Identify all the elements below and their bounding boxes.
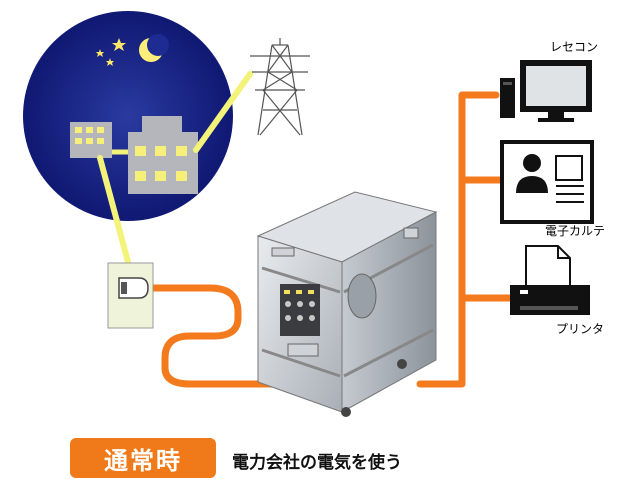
power-cable (146, 91, 516, 388)
printer-label: プリンタ (556, 322, 605, 336)
power-line (97, 71, 253, 265)
building-icon (70, 116, 198, 194)
ups-case-icon (256, 191, 438, 417)
caption-text: 電力会社の電気を使う (232, 453, 402, 473)
printer-icon (510, 245, 590, 315)
mode-badge: 通常時 (70, 438, 216, 478)
pc-label: レセコン (550, 40, 599, 54)
electronic-chart-label: 電子カルテ (545, 224, 606, 238)
power-tower-icon (250, 38, 310, 136)
moon-icon (139, 34, 169, 62)
night-scene (23, 11, 233, 221)
wall-outlet-icon (107, 262, 154, 329)
computer-icon (500, 60, 592, 122)
star-icon (96, 38, 126, 66)
medical-chart-icon (500, 140, 594, 224)
